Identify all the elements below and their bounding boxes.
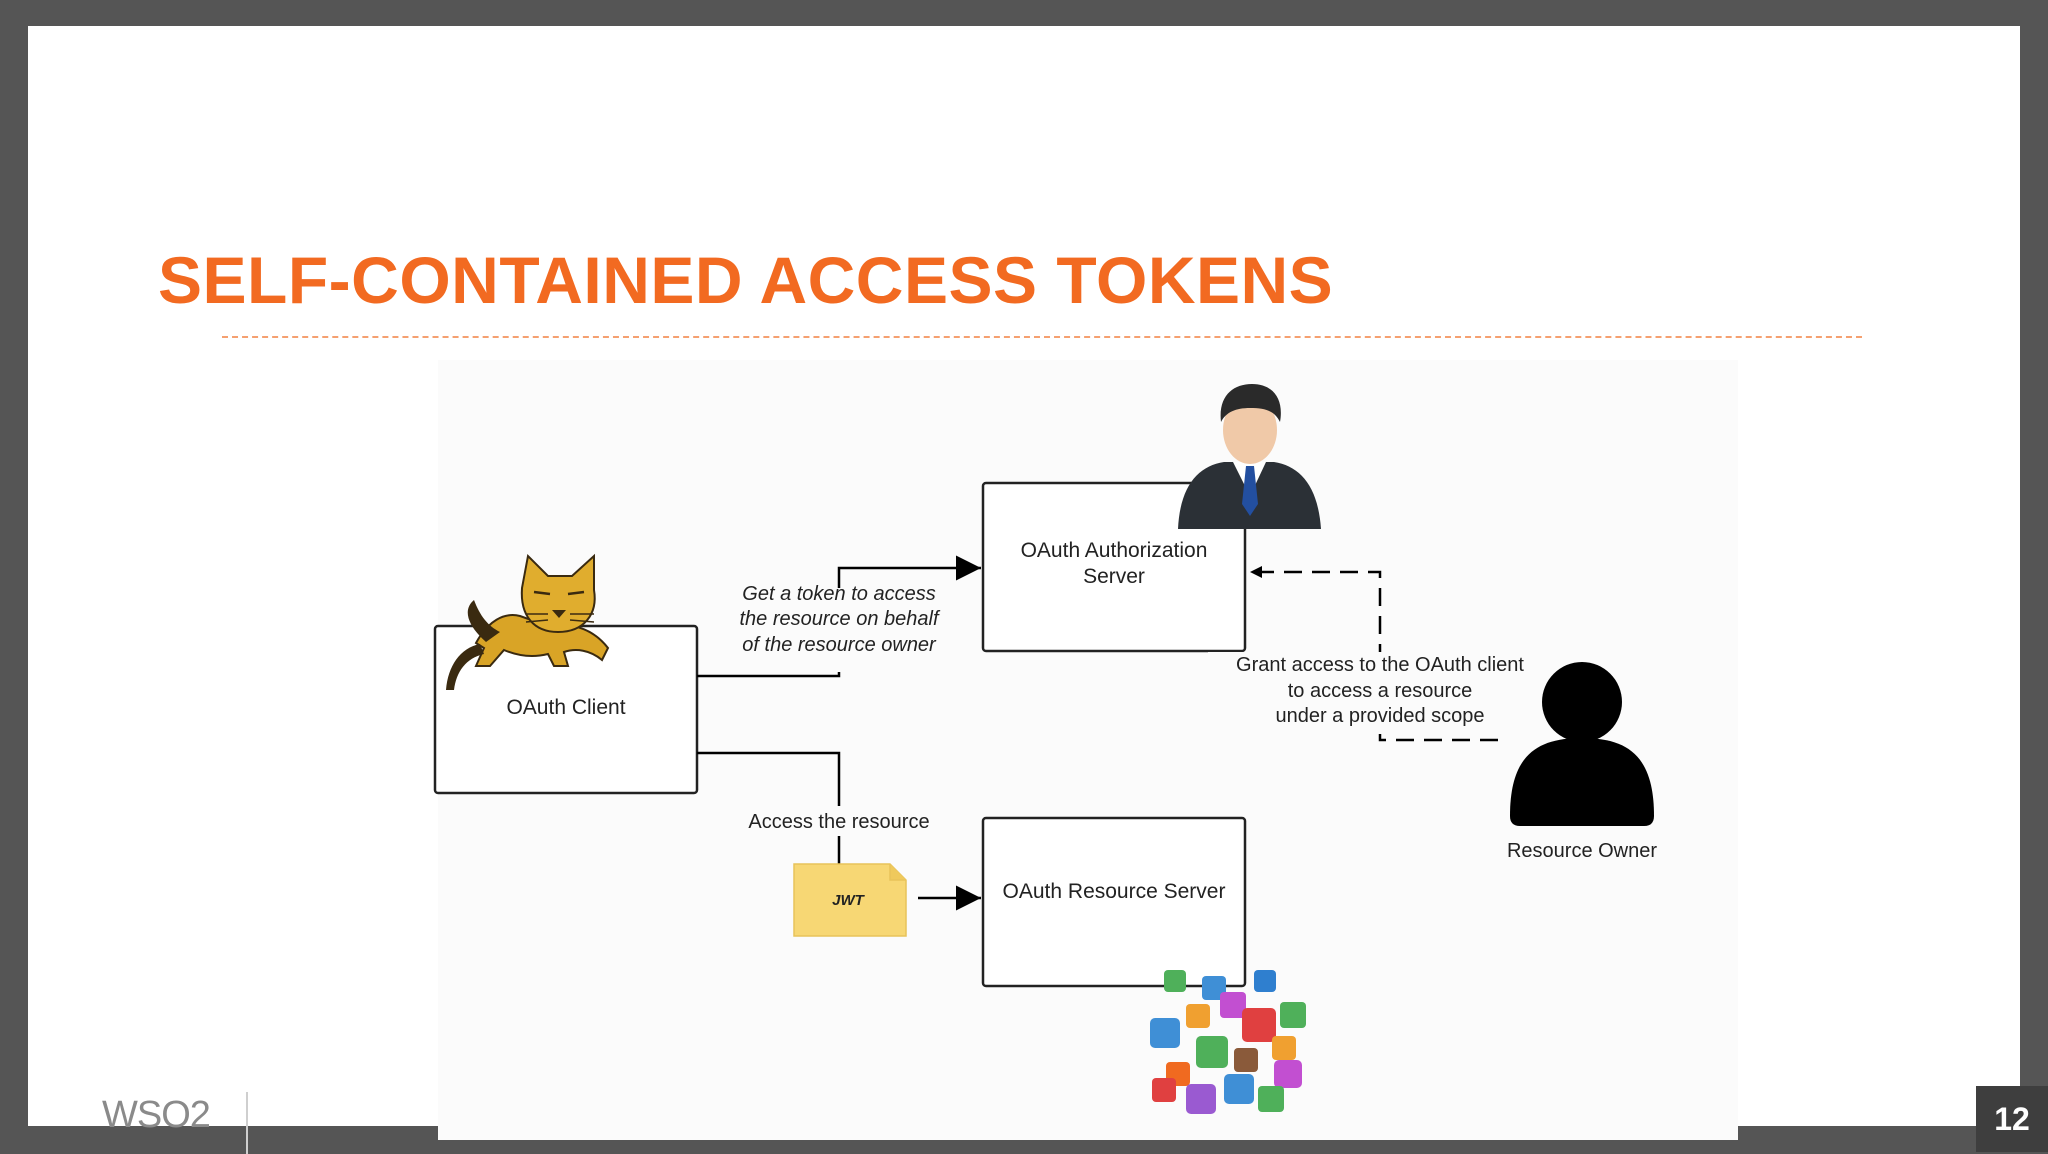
oauth-flow-diagram: OAuth Client OAuth Authorization Server … [433,384,1657,1114]
access-resource-label-bg [740,806,940,836]
oauth-client-label: OAuth Client [506,696,625,719]
title-divider [222,336,1862,338]
tomcat-cat-icon [446,553,610,690]
get-token-label-line2: the resource on behalf [739,608,940,630]
auth-server-label-line1: OAuth Authorization [1021,539,1208,562]
get-token-label-line3: of the resource owner [742,634,937,656]
slide-title: SELF-CONTAINED ACCESS TOKENS [158,243,1334,317]
grant-arrowhead [1250,566,1262,578]
jwt-note [793,863,907,937]
get-token-label-bg [732,588,978,672]
grant-label-bg [1208,652,1553,734]
grant-label-line1: Grant access to the OAuth client [1236,654,1524,676]
jwt-note-fold [889,864,906,881]
access-resource-label: Access the resource [748,811,929,833]
grant-label-line2: to access a resource [1288,680,1473,702]
auth-server-label-line2: Server [1083,565,1145,588]
resource-owner-label: Resource Owner [1507,840,1657,862]
slide: SELF-CONTAINED ACCESS TOKENS OAuth Clien… [28,26,2020,1154]
resource-server-box [981,816,1247,988]
grant-label-line3: under a provided scope [1275,705,1484,727]
logo-separator [246,1092,248,1154]
jwt-note-label: JWT [832,892,866,909]
businessman-icon [1178,384,1321,529]
app-icons-cluster [1150,970,1306,1114]
page-number: 12 [1976,1086,2048,1152]
get-token-label-line1: Get a token to access [742,583,935,605]
person-silhouette-icon [1510,662,1654,826]
access-resource-connector [697,751,841,896]
resource-server-label: OAuth Resource Server [1003,880,1226,903]
wso2-logo: WSO2 [102,1094,211,1136]
